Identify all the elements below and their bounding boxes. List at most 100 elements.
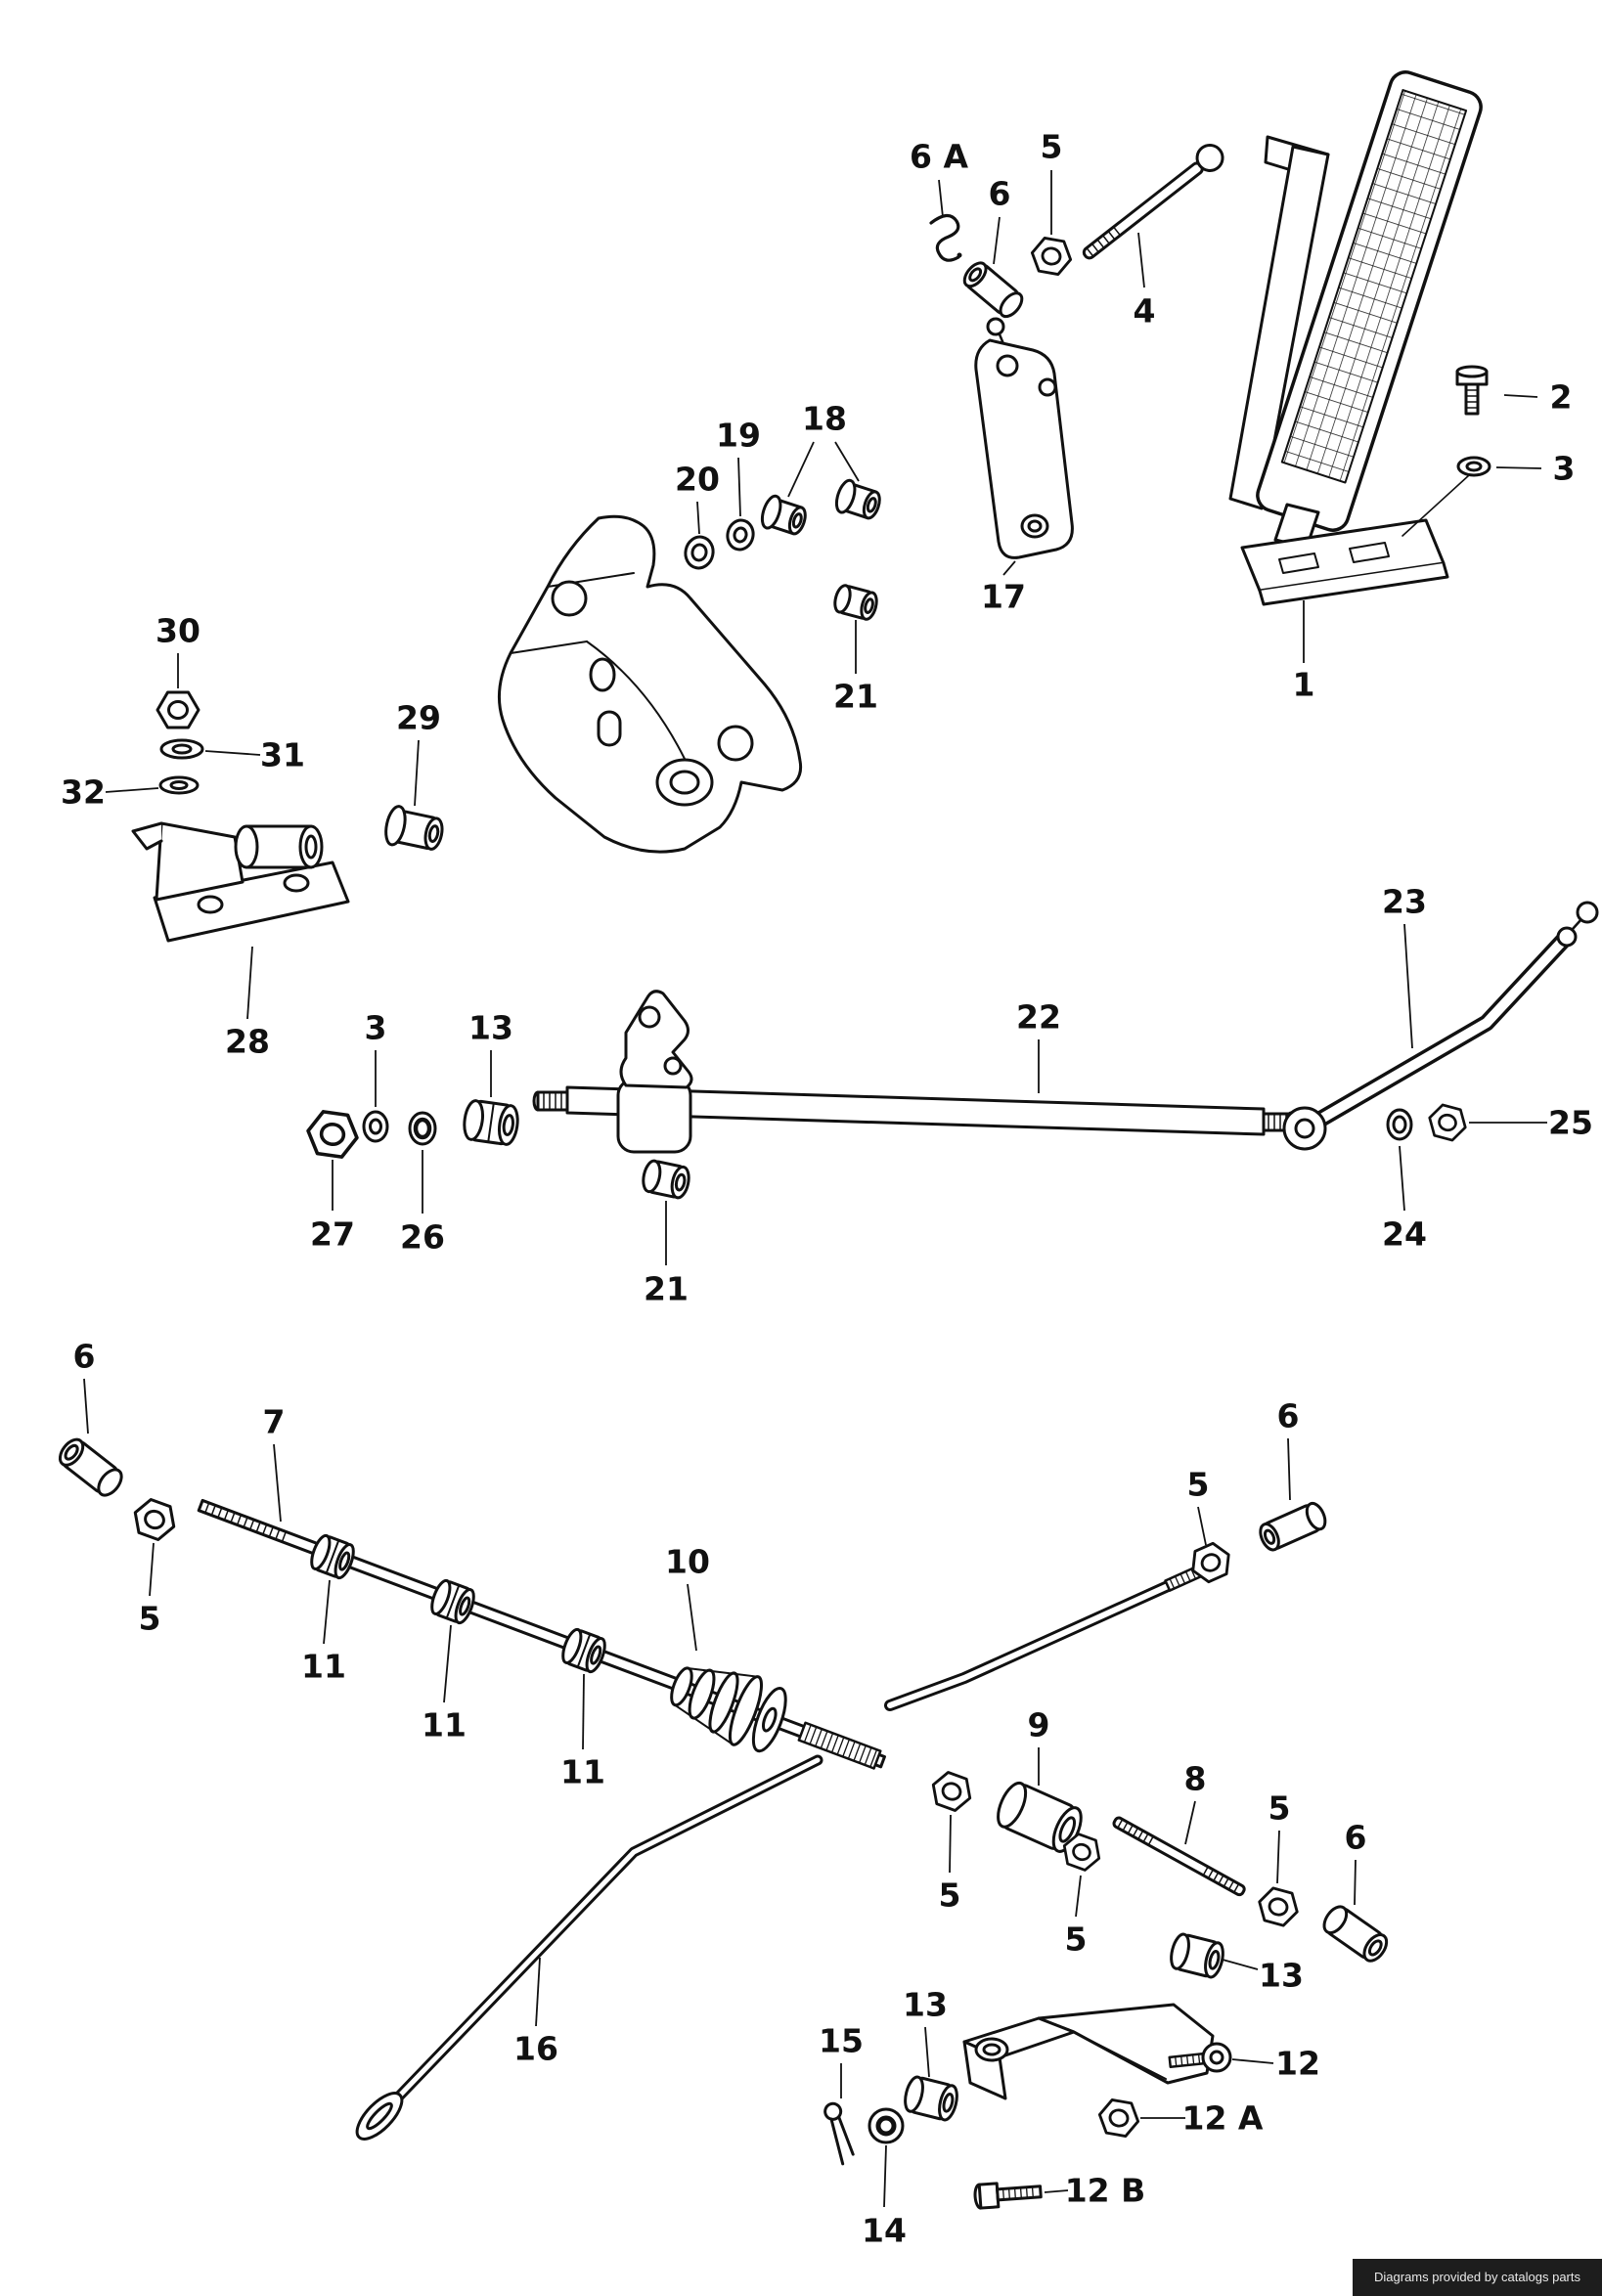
push-rod [197, 1498, 886, 1770]
leader-line-4 [1137, 232, 1145, 288]
nut [127, 1494, 182, 1545]
pull-rod [1082, 143, 1224, 260]
leader-line-32 [105, 787, 159, 793]
callout-16: 16 [513, 2030, 558, 2068]
callout-6-r1: 6 [1277, 1397, 1300, 1435]
leader-line-31 [204, 750, 261, 756]
callout-6-bl: 6 [73, 1338, 96, 1376]
connector-sleeve [1259, 1501, 1327, 1552]
nut [1253, 1883, 1304, 1930]
cross-shaft [532, 990, 1297, 1154]
pedal-mounting-bracket [497, 514, 803, 854]
leader-line-10 [687, 1583, 697, 1652]
callout-20: 20 [675, 461, 720, 499]
callout-31: 31 [260, 736, 305, 774]
accelerator-pedal [1228, 70, 1483, 606]
callout-15: 15 [819, 2022, 864, 2060]
bushing-pair [760, 478, 881, 536]
callout-12: 12 [1275, 2045, 1320, 2083]
nut [925, 1767, 978, 1816]
callout-5-b2: 5 [939, 1877, 961, 1915]
leader-line-29 [414, 739, 420, 807]
leader-line-5-bl [149, 1542, 155, 1597]
callout-6-top: 6 [989, 175, 1011, 213]
leader-line-16 [535, 1957, 541, 2027]
callout-3-shaft: 3 [365, 1009, 387, 1047]
pedal-lever-bracket [974, 317, 1074, 559]
callout-5-top: 5 [1041, 128, 1063, 166]
washer [726, 518, 755, 552]
callout-13-shaft: 13 [468, 1009, 513, 1047]
leader-line-6-r1 [1287, 1437, 1291, 1501]
pedal-washer [1456, 456, 1491, 477]
bushing [1170, 1932, 1224, 1979]
nut [1027, 235, 1076, 278]
connector-sleeve [58, 1437, 123, 1497]
leader-line-20 [696, 501, 700, 535]
coupler-cylinder [997, 1781, 1083, 1853]
callout-27: 27 [310, 1215, 355, 1254]
bushing [904, 2075, 958, 2122]
callout-7: 7 [263, 1403, 286, 1441]
callout-5-b3: 5 [1065, 1921, 1088, 1959]
leader-line-17 [1002, 560, 1016, 576]
washer [159, 738, 204, 760]
rod-bushing [430, 1578, 475, 1625]
leader-line-6A [938, 179, 944, 218]
callout-18: 18 [802, 400, 847, 438]
callout-21-top: 21 [833, 678, 878, 716]
leader-line-18 [787, 441, 815, 498]
threaded-rod [1112, 1816, 1246, 1897]
leader-line-5-b3 [1075, 1875, 1082, 1918]
callout-3-pedal: 3 [1553, 450, 1576, 488]
callout-1: 1 [1293, 666, 1315, 704]
callout-26: 26 [400, 1218, 445, 1257]
callout-8: 8 [1184, 1760, 1207, 1798]
leader-line-11-c [582, 1673, 585, 1750]
leader-line-5-r1 [1197, 1506, 1207, 1546]
support-bracket [131, 821, 350, 943]
callout-10: 10 [665, 1543, 710, 1581]
link-rod [884, 1556, 1224, 1711]
bushing [833, 584, 878, 621]
leader-line-6-b5 [1354, 1859, 1357, 1906]
leader-line-6-top [993, 216, 1001, 265]
washer [684, 535, 715, 570]
callout-11-c: 11 [560, 1753, 605, 1791]
callout-5-b4: 5 [1268, 1789, 1291, 1828]
rod-bushing [561, 1627, 606, 1674]
washer [158, 775, 200, 795]
leader-line-7 [273, 1443, 282, 1523]
callout-9: 9 [1028, 1706, 1050, 1744]
leader-line-3-pedal [1495, 466, 1542, 469]
callout-6A: 6 A [910, 138, 968, 176]
washer [868, 2107, 905, 2144]
callout-12A: 12 A [1182, 2099, 1264, 2138]
leader-line-5-b4 [1276, 1830, 1280, 1884]
leader-line-19 [737, 457, 741, 517]
leader-line-6-bl [83, 1378, 89, 1435]
bushing [463, 1099, 519, 1146]
washer [1386, 1108, 1413, 1141]
leader-line-24 [1399, 1145, 1405, 1212]
washer [362, 1110, 389, 1143]
leader-line-2 [1503, 394, 1538, 398]
flanged-bushing [384, 805, 444, 851]
callout-23: 23 [1382, 883, 1427, 921]
callout-12B: 12 B [1065, 2172, 1146, 2210]
leader-line-11-b [443, 1624, 452, 1703]
leader-line-8 [1184, 1800, 1196, 1845]
leader-line-23 [1403, 923, 1413, 1049]
callout-21-shaft: 21 [644, 1270, 689, 1308]
pedal-bolt [1455, 365, 1489, 416]
bushing [642, 1159, 690, 1200]
callout-32: 32 [61, 773, 106, 812]
callout-28: 28 [225, 1023, 270, 1061]
leader-line-12B [1044, 2189, 1069, 2193]
leader-line-12 [1231, 2058, 1274, 2064]
callout-2: 2 [1550, 378, 1573, 417]
callout-17: 17 [981, 578, 1026, 616]
grommet-washer [408, 1111, 437, 1146]
